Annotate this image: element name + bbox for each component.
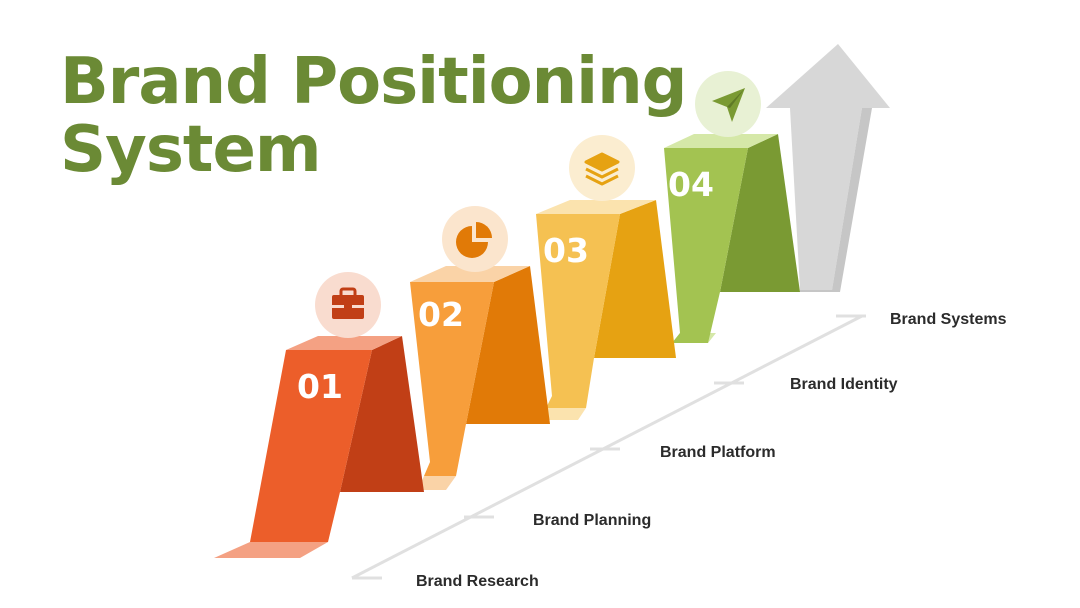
send-icon — [712, 88, 745, 122]
step-02-icon-badge — [442, 206, 508, 272]
step-03-icon-badge — [569, 135, 635, 201]
briefcase-icon — [332, 287, 364, 319]
step-04-block: 04 — [664, 134, 800, 343]
step-02-number: 02 — [418, 295, 464, 334]
stage-label-brand-planning: Brand Planning — [533, 512, 651, 529]
layers-icon — [584, 152, 620, 186]
step-03-number: 03 — [543, 231, 589, 270]
step-03-block: 03 — [536, 200, 676, 420]
stage-label-brand-identity: Brand Identity — [790, 376, 898, 393]
stage-label-brand-systems: Brand Systems — [890, 311, 1007, 328]
title-line-2: System — [60, 113, 322, 187]
step-01-number: 01 — [297, 367, 343, 406]
page-title: Brand Positioning System — [60, 45, 687, 187]
timeline — [351, 314, 866, 580]
growth-arrow — [766, 44, 890, 292]
step-02-block: 02 — [410, 266, 550, 490]
stage-label-brand-research: Brand Research — [416, 573, 539, 590]
step-04-number: 04 — [668, 165, 714, 204]
pie-chart-icon — [456, 222, 492, 258]
title-line-1: Brand Positioning — [60, 45, 687, 119]
stage-label-brand-platform: Brand Platform — [660, 444, 776, 461]
step-01-icon-badge — [315, 272, 381, 338]
step-01-block: 01 — [214, 336, 424, 558]
step-04-icon-badge — [695, 71, 761, 137]
